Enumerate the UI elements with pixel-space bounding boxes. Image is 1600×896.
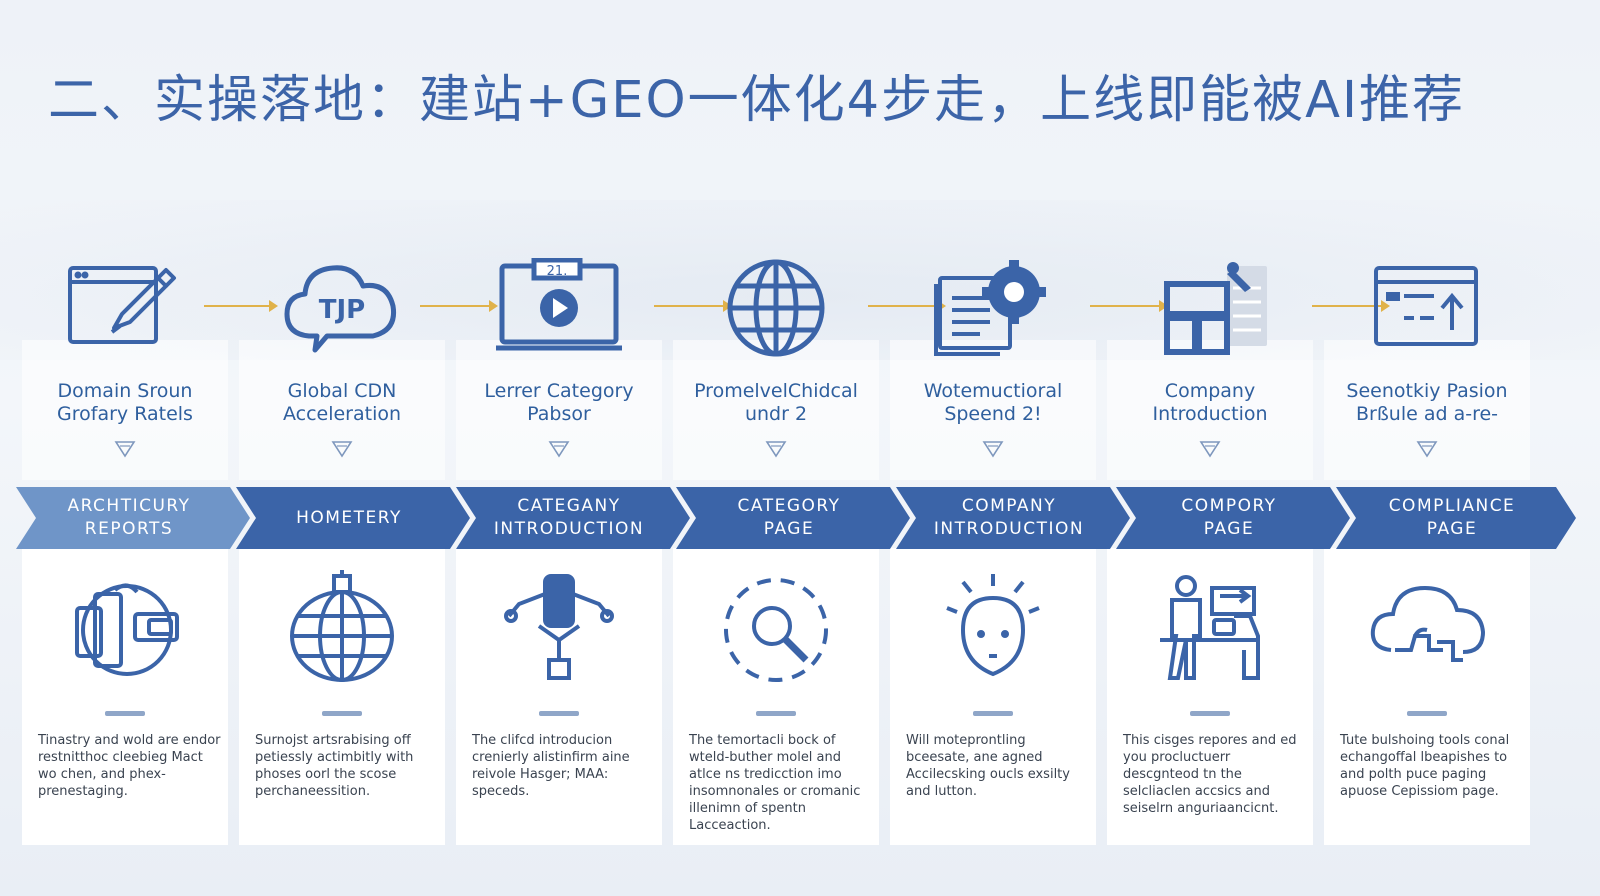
banner-label: COMPLIANCE PAGE [1388,496,1516,539]
banner-label: CATEGANY INTRODUCTION [493,496,645,539]
step-bottom-card [1324,548,1530,845]
browser-upload-icon [1374,266,1478,346]
divider-dash [1407,711,1447,716]
step-label: Domain Sroun Grofary Ratels [57,380,193,425]
step-banner-4: CATEGORY PAGE [676,487,910,549]
step-column-1: Domain Sroun Grofary Ratels Tinastry and… [22,240,228,845]
flow-arrow-1 [204,300,278,312]
svg-text:21.: 21. [547,264,568,279]
step-bottom-card [673,548,879,845]
page-title: 二、实操落地：建站+GEO一体化4步走，上线即能被AI推荐 [48,71,1465,130]
step-description: Will moteprontling bceesate, ane agned A… [906,733,1070,799]
person-board-icon [1160,575,1260,680]
step-column-3: 21. Lerrer Category Pabsor The clifcd in… [456,240,662,845]
search-cycle-icon [724,578,828,682]
globe-network-icon [290,570,394,682]
banner-label: CATEGORY PAGE [737,496,841,539]
svg-text:TJP: TJP [319,295,365,325]
flow-arrow-5 [1090,300,1168,312]
step-bottom-card [22,548,228,845]
document-gear-icon [934,260,1046,356]
step-label: Global CDN Acceleration [282,380,402,425]
globe-icon [727,259,825,357]
step-label: Seenotkiy Pasion Brßule ad a-re- [1346,380,1508,425]
gear-head-icon [75,583,179,676]
banner-label: COMPORY PAGE [1181,496,1277,539]
step-description: This cisges repores and ed you procluctu… [1123,733,1297,816]
down-triangle-icon [1199,441,1221,458]
down-triangle-icon [982,441,1004,458]
video-screen-icon: 21. [496,258,622,351]
browser-edit-icon [68,266,176,344]
down-triangle-icon [114,441,136,458]
step-banner-7: COMPLIANCE PAGE [1336,487,1576,549]
step-column-5: Wotemuctioral Speend 2! Will moteprontli… [890,240,1096,845]
step-description: The clifcd introducion crenierly alistin… [472,733,630,799]
step-description: Tute bulshoing tools conal echangoffal l… [1340,733,1510,799]
face-idea-icon [946,574,1040,677]
step-label: Wotemuctioral Speend 2! [923,380,1063,425]
step-column-7: Seenotkiy Pasion Brßule ad a-re- Tute bu… [1324,240,1530,845]
down-triangle-icon [765,441,787,458]
banner-label: ARCHTICURY REPORTS [67,496,191,539]
flow-arrow-3 [654,300,732,312]
step-label: Company Introduction [1152,380,1268,425]
banner-label: HOMETERY [296,507,402,528]
divider-dash [1190,711,1230,716]
down-triangle-icon [331,441,353,458]
step-column-4: PromelvelChidcal undr 2 The temortacli b… [673,240,879,845]
flow-arrow-2 [420,300,498,312]
banner-label: COMPANY INTRODUCTION [933,496,1085,539]
step-label: Lerrer Category Pabsor [484,380,634,425]
flow-arrow-6 [1312,300,1390,312]
layout-grid-icon [1164,262,1267,355]
step-description: Surnojst artsrabising off petiessly acti… [255,733,414,799]
step-label: PromelvelChidcal undr 2 [694,380,858,425]
step-banner-3: CATEGANY INTRODUCTION [456,487,690,549]
divider-dash [322,711,362,716]
down-triangle-icon [548,441,570,458]
divider-dash [756,711,796,716]
step-column-2: TJP Global CDN Acceleration Surnojst art… [239,240,445,845]
step-description: The temortacli bock of wteld-buther mole… [689,733,861,833]
step-banner-2: HOMETERY [236,487,470,549]
background-band [0,200,1600,360]
step-column-6: Company Introduction This cisges repores… [1107,240,1313,845]
robot-arm-icon [504,574,614,680]
step-banner-1: ARCHTICURY REPORTS [16,487,250,549]
step-banner-6: COMPORY PAGE [1116,487,1350,549]
cloud-network-icon [1370,585,1486,662]
step-banner-5: COMPANY INTRODUCTION [896,487,1130,549]
divider-dash [539,711,579,716]
divider-dash [105,711,145,716]
down-triangle-icon [1416,441,1438,458]
divider-dash [973,711,1013,716]
cloud-speech-icon: TJP [284,265,397,353]
step-description: Tinastry and wold are endor restnitthoc … [38,733,221,799]
